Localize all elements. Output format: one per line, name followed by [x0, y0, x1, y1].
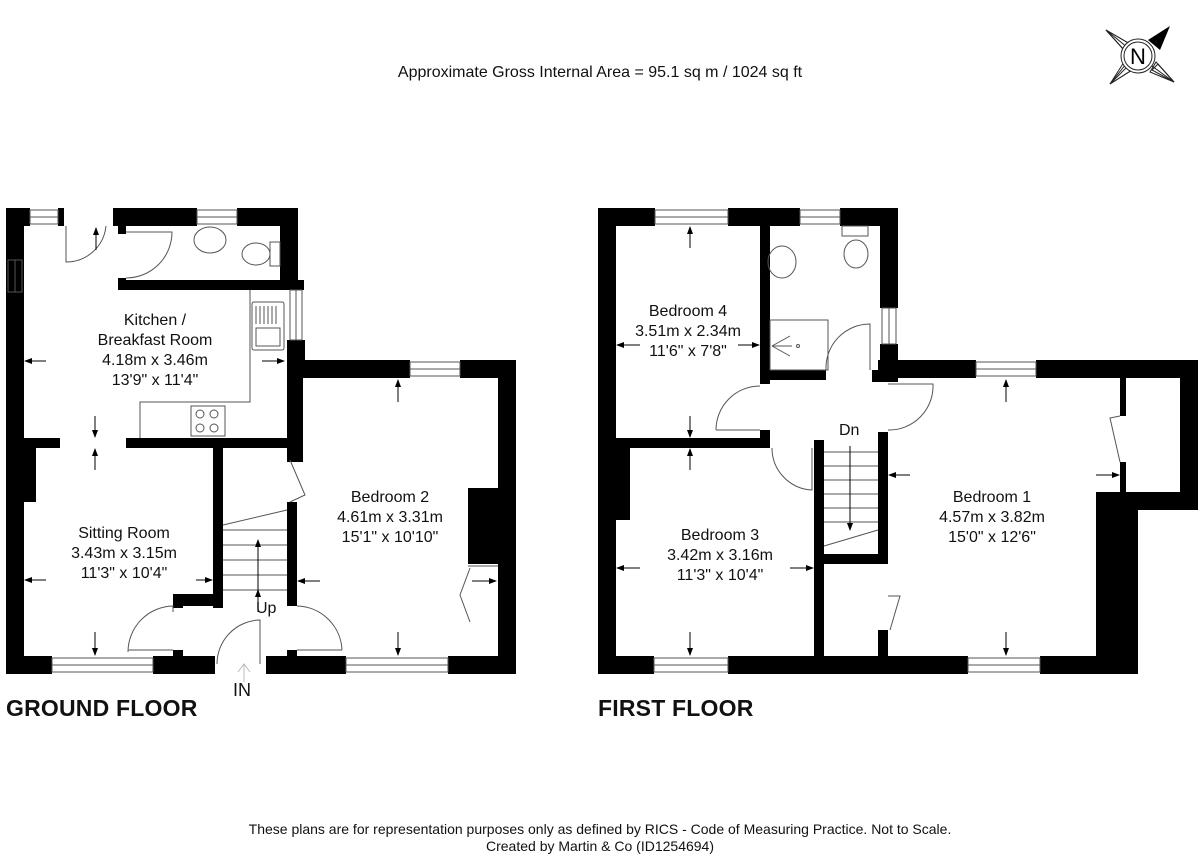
room-kitchen-breakfast: Kitchen / Breakfast Room 4.18m x 3.46m 1…: [98, 311, 213, 391]
first-floor-plan: [598, 208, 1198, 674]
room-bedroom-2: Bedroom 2 4.61m x 3.31m 15'1" x 10'10": [337, 488, 443, 548]
disclaimer-footer: These plans are for representation purpo…: [0, 821, 1200, 855]
stairs-down-label: Dn: [839, 422, 860, 439]
entrance-label: IN: [233, 680, 251, 700]
room-metric-size: 4.57m x 3.82m: [939, 509, 1045, 526]
room-sitting-room: Sitting Room 3.43m x 3.15m 11'3" x 10'4": [71, 524, 177, 584]
disclaimer-text: These plans are for representation purpo…: [248, 821, 952, 837]
room-imperial-size: 15'1" x 10'10": [341, 529, 439, 546]
room-imperial-size: 11'6" x 7'8": [649, 343, 727, 360]
ground-floor-title: GROUND FLOOR: [6, 695, 198, 721]
ground-floor-plan: [6, 208, 516, 674]
stairs-up-label: Up: [256, 600, 277, 617]
room-name: Breakfast Room: [97, 332, 213, 349]
room-name: Bedroom 2: [350, 489, 430, 506]
room-bedroom-4: Bedroom 4 3.51m x 2.34m 11'6" x 7'8": [635, 302, 741, 362]
room-name: Sitting Room: [78, 525, 170, 542]
room-metric-size: 4.18m x 3.46m: [102, 352, 208, 369]
room-imperial-size: 15'0" x 12'6": [948, 529, 1036, 546]
room-bedroom-3: Bedroom 3 3.42m x 3.16m 11'3" x 10'4": [667, 526, 773, 586]
room-metric-size: 3.43m x 3.15m: [71, 545, 177, 562]
creator-credit: Created by Martin & Co (ID1254694): [486, 838, 714, 854]
room-metric-size: 4.61m x 3.31m: [337, 509, 443, 526]
room-name: Kitchen /: [123, 312, 187, 329]
room-imperial-size: 11'3" x 10'4": [676, 567, 764, 584]
room-name: Bedroom 4: [648, 303, 728, 320]
first-floor-title: FIRST FLOOR: [598, 695, 754, 721]
room-metric-size: 3.51m x 2.34m: [635, 323, 741, 340]
room-imperial-size: 13'9" x 11'4": [111, 372, 199, 389]
north-compass-icon: N: [1098, 18, 1184, 94]
gross-internal-area: Approximate Gross Internal Area = 95.1 s…: [397, 64, 803, 81]
svg-text:N: N: [1130, 44, 1146, 69]
room-metric-size: 3.42m x 3.16m: [667, 547, 773, 564]
room-imperial-size: 11'3" x 10'4": [80, 565, 168, 582]
room-name: Bedroom 1: [952, 489, 1032, 506]
room-name: Bedroom 3: [680, 527, 760, 544]
room-bedroom-1: Bedroom 1 4.57m x 3.82m 15'0" x 12'6": [939, 488, 1045, 548]
